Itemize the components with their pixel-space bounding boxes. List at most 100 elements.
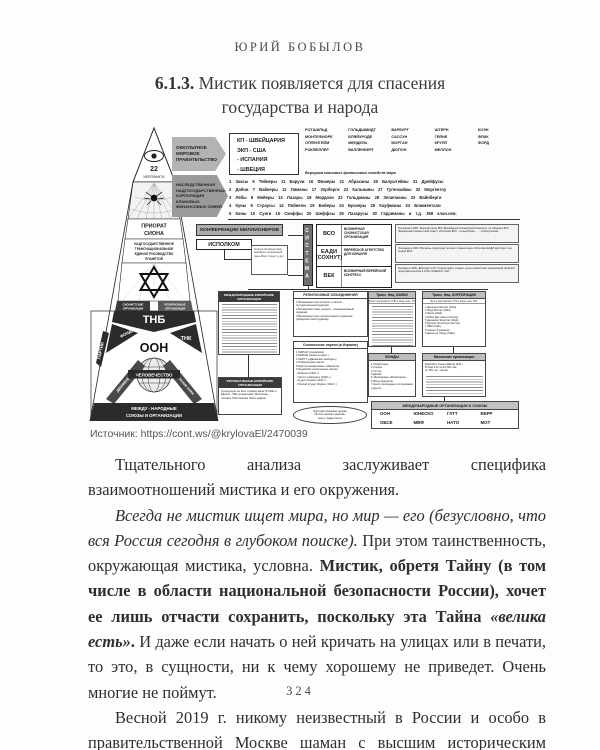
section-heading: 6.1.3. Мистик появляется для спасения го… <box>0 71 600 119</box>
connector-line <box>224 259 251 260</box>
fund-item: 5 «Всемирные лаборатории» <box>371 376 407 380</box>
p3-regular1: Весной 2019 г. никому неизвестный в Росс… <box>88 707 546 750</box>
fund-item: и другие <box>371 386 382 390</box>
fund-item: 2 Сороса <box>371 366 383 370</box>
regional-jewish-orgs-column: РЕГИОНАЛЬНЫЕ ЕВРЕЙСКИЕ ОРГАНИЗАЦИИ Сущес… <box>218 377 282 415</box>
masonic-column: Масонские организации Бнай Брит (Сыны За… <box>422 353 486 397</box>
regional-title: РЕГИОНАЛЬНЫЕ ЕВРЕЙСКИЕ ОРГАНИЗАЦИИ <box>219 378 281 388</box>
union-item: ОБСЕ <box>380 419 393 425</box>
p2-bold2: . <box>130 632 135 652</box>
party-item: - Агудат Исраэл (1912 г.) <box>296 379 327 383</box>
zionist-orgs-line2: ОРГАНИЗАЦИИ <box>123 306 144 310</box>
international-jewish-orgs-column: МЕЖДУНАРОДНЫЕ ЕВРЕЙСКИЕ ОРГАНИЗАЦИИ <box>218 291 280 355</box>
clan-families-row: 2 Дойчи 7 Вайнеры 12 Лимены 17 Уорберги … <box>229 187 447 192</box>
religious-item: 1 Всемирный союз (синагог и капелл - орт… <box>296 300 344 308</box>
parties-items: 1 МАПАЙ (социализм)2 МАПАМ (право-социал… <box>294 349 367 388</box>
body-text: Тщательного анализа заслуживает специфик… <box>88 452 546 750</box>
divider-line <box>228 219 520 220</box>
family-name: ФОРД <box>477 141 489 146</box>
family-name: КРУПП <box>434 141 448 146</box>
party-item: - Мизрахи (1902 г.) <box>296 372 320 376</box>
org-row: ВЕК ВСЕМИРНЫЙ ЕВРЕЙСКИЙ КОНГРЕСС <box>317 267 391 287</box>
tnb-label: ТНБ <box>143 314 166 326</box>
tnk-label: ТНК <box>181 336 192 342</box>
masonic-line: В США в 41 штате 500 лож, <box>425 366 458 369</box>
banks-subtitle: Всего крупнейших ТНБ в мире экон. 50 <box>369 299 415 305</box>
p2-regular2: И даже если начать о ней кричать на улиц… <box>88 632 546 702</box>
religious-orgs-line2: ОРГАНИЗАЦИИ <box>165 306 186 310</box>
clan-families-list: 1 Заксы 6 Тейнеры 11 Барухи 16 Фишеры 21… <box>229 178 520 218</box>
corps-items: 1 Дженерал Моторс (США)2 Форд Моторс (СШ… <box>423 304 485 337</box>
union-item: НАТО <box>447 419 460 425</box>
family-name: БЛЯЙХРОДЕ <box>348 134 373 139</box>
corp-item: 6 Бритиш Петролеум (Англия) <box>425 322 460 326</box>
millionaires-conference-box: КОНФЕРЕНЦИИ МИЛЛИОНЕРОВ <box>196 224 283 236</box>
priorat-line2: СИОНА <box>144 231 164 237</box>
family-name: ФЛИК <box>477 134 489 139</box>
family-name: МОНТЕФИОРЕ <box>305 134 333 139</box>
all-seeing-eye-icon <box>144 150 164 162</box>
connector-line <box>444 397 445 401</box>
party-item: 2 МАПАМ (право-социал.) <box>296 354 329 358</box>
family-name: МЕНДЕЛЬ <box>348 141 368 146</box>
clan-families-row: 1 Заксы 6 Тейнеры 11 Барухи 16 Фишеры 21… <box>229 179 444 184</box>
spider-icon <box>143 191 165 206</box>
religious-title: РЕЛИГИОЗНЫЕ ОБЪЕДИНЕНИЯ <box>294 292 367 299</box>
kp-line: - ИСПАНИЯ <box>237 157 268 163</box>
churches-line: Протестанская церковь, <box>314 412 346 417</box>
corp-item: 2 Форд Моторс (США) <box>425 309 451 312</box>
author-header: ЮРИЙ БОБЫЛОВ <box>234 40 366 54</box>
connector-line <box>248 355 249 377</box>
star-of-david <box>138 265 170 299</box>
masonic-line: Бнай Брит (Сыны Завета) 1843 г. <box>425 362 464 366</box>
top-families-caption: Верхушка клановых финансовых семейств ми… <box>305 171 396 175</box>
rule-line4: ПЛАНЕТОЙ <box>145 257 164 261</box>
zionist-orgs-line1: СИОНИСТСКИЕ <box>123 303 144 307</box>
family-name: ГЕЙНЕ <box>434 134 448 139</box>
fund-item: 1 Рокфеллера <box>371 362 389 366</box>
religious-orgs-line1: РЕЛИГИОЗНЫЕ <box>165 303 186 307</box>
p2-bolditalic: «велика есть» <box>88 606 546 652</box>
org-note: Основана в 1897. Высший орган ВСК (Всеми… <box>395 224 519 243</box>
union-item: ЮНЕСКО <box>413 411 434 416</box>
paragraph-2: Всегда не мистик ищет мира, но мир — его… <box>88 503 546 705</box>
org-abbr: ЕАДИ (СОХНУТ) <box>316 246 342 266</box>
family-name: ШТЕРН <box>434 128 449 132</box>
corp-item: 3 Эксон (США) <box>425 312 443 316</box>
sistema-vertical-label: СИСТЕМА <box>303 224 313 286</box>
org-name: ВСЕМИРНЫЙ ЕВРЕЙСКИЙ КОНГРЕСС <box>344 269 387 277</box>
connector-line <box>248 289 488 290</box>
org-name: ЕВРЕЙСКОЕ АГЕНТСТВО ДЛЯ ИЗРАИЛЯ <box>344 248 385 256</box>
hierophants-label: ИЕРОФАНТА <box>144 175 166 179</box>
fund-item: 7 Центр прикладных исследований <box>371 383 413 387</box>
clan-families-row: 4 Куны 9 Страусы 14 Пойнели 19 Бойеры 24… <box>229 203 441 208</box>
corp-item: 9 Дюпон де Немур (США) <box>425 332 455 336</box>
corp-item: 8 Сименс (Германия) <box>425 328 450 332</box>
zionist-system-orgs: ВСО ВСЕМИРНАЯ СИОНИСТСКАЯ ОРГАНИЗАЦИЯ ЕА… <box>316 224 392 288</box>
paragraph-1: Тщательного анализа заслуживает специфик… <box>88 455 546 500</box>
org-name: ВСЕМИРНАЯ СИОНИСТСКАЯ ОРГАНИЗАЦИЯ <box>344 227 369 239</box>
corp-item: 1 Дженерал Моторс (США) <box>425 305 457 309</box>
masonic-title: Масонские организации <box>423 354 485 362</box>
zionist-parties-column: Сионистские партии (в Израиле) 1 МАПАЙ (… <box>293 341 368 403</box>
kp-line: - ШВЕЦИЯ <box>237 166 265 173</box>
family-name: МЕЛЛОН <box>434 147 452 152</box>
corporations-column: Транс. Нац. КОРПОРАЦИИ Всего крупнейших … <box>422 291 486 347</box>
corps-subtitle: Всего крупнейших ТНК в мире экон. 500 <box>423 299 485 305</box>
funds-title: ФОНДЫ <box>369 354 415 362</box>
religious-item: 2 Всемирный совет (синагог - консерватив… <box>296 307 354 315</box>
family-name: ГОЛЬДШМИДТ <box>348 128 376 132</box>
kp-line: КП - ШВЕЙЦАРИЯ <box>237 138 285 144</box>
clan-families-row: 3 Лебы 8 Мейеры 13 Лазары 18 Мордохи 23 … <box>229 195 442 200</box>
org-row: ВСО ВСЕМИРНАЯ СИОНИСТСКАЯ ОРГАНИЗАЦИЯ <box>317 225 391 246</box>
connector-line <box>288 259 303 260</box>
connector-line <box>288 235 303 236</box>
kp-line: ЭКП - США <box>237 147 266 154</box>
humanity-label: ЧЕЛОВЕЧЕСТВО <box>136 372 173 377</box>
